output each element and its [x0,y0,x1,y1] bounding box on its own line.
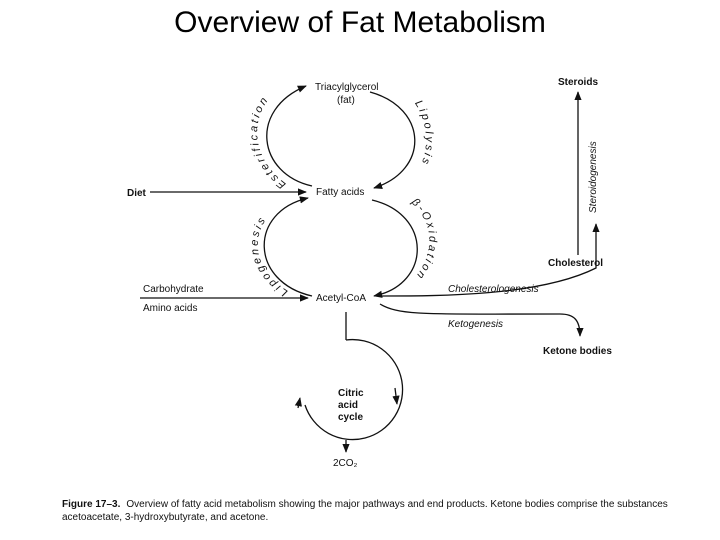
beta-oxidation-arc [371,199,418,298]
lipolysis-arc [369,91,416,189]
node-fatty-acids: Fatty acids [316,187,364,198]
node-amino-acids: Amino acids [143,303,197,314]
node-acid: acid [338,400,358,411]
process-lipolysis-text: Lipolysis [412,98,432,168]
node-carbohydrate: Carbohydrate [143,284,204,295]
process-ketogenesis: Ketogenesis [448,319,503,330]
node-fat: (fat) [337,95,355,106]
node-cholesterol: Cholesterol [548,258,603,269]
node-ketone-bodies: Ketone bodies [543,346,612,357]
node-triacylglycerol: Triacylglycerol [315,82,379,93]
node-cycle: cycle [338,412,363,423]
node-co2: 2CO₂ [333,458,358,469]
citric-acid-cycle-circle [304,338,404,441]
process-esterification: Esterification [248,93,288,191]
process-cholesterologenesis: Cholesterologenesis [448,284,539,295]
node-steroids: Steroids [558,77,598,88]
cycle-arrow-right [392,387,400,405]
process-lipolysis: Lipolysis [412,98,435,168]
process-steroidogenesis: Steroidogenesis [588,141,599,213]
figure-caption: Figure 17–3.Overview of fatty acid metab… [62,498,672,524]
slide-title: Overview of Fat Metabolism [174,6,546,39]
cholesterologenesis-arrow [381,223,600,297]
node-citric: Citric [338,388,364,399]
figure-label: Figure 17–3. [62,499,121,510]
node-acetyl-coa: Acetyl-CoA [316,293,366,304]
process-esterification-text: Esterification [248,93,286,191]
cycle-arrow-left [294,397,302,409]
caption-text: Overview of fatty acid metabolism showin… [62,499,668,523]
esterification-arc [266,85,313,187]
lipogenesis-arc [263,196,313,297]
ketogenesis-arrow [379,303,584,337]
node-diet: Diet [127,188,147,199]
